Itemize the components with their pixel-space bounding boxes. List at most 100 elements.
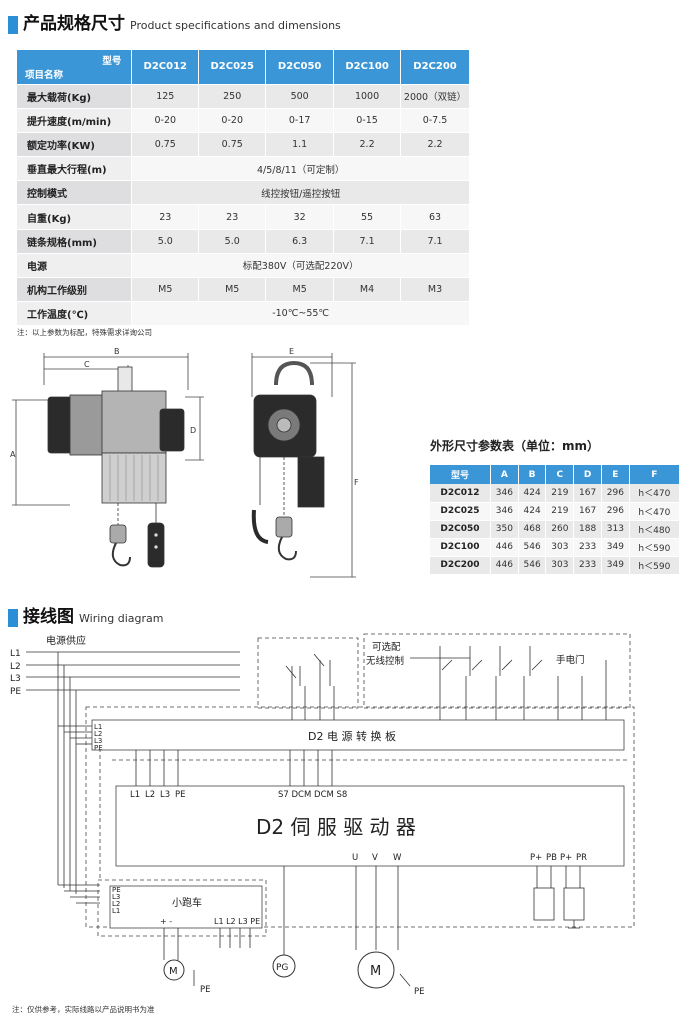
brake-term-p1: P+ [530,853,542,863]
row-label: 控制模式 [17,180,133,206]
power-supply-label: 电源供应 [46,634,86,647]
encoder-label: PG [276,963,288,973]
row-label: 额定功率(KW) [17,132,133,158]
flashlight-door-label: 手电门 [556,654,585,666]
table-row: D2C200 446 546 303 233 349 h＜590 [430,556,681,575]
trolley-input-pe: PE [112,886,121,894]
table-cell: 446 [490,538,519,557]
remote-control-label: 无线控制 [366,655,404,667]
table-cell: 6.3 [265,229,335,254]
dim-table-header: 型号 A B C D E F [430,465,681,484]
trolley-input-l3: L3 [112,893,120,901]
spec-table-header: 型号 项目名称 D2C012 D2C025 D2C050 D2C100 D2C2… [17,50,470,85]
table-cell: 346 [490,502,519,521]
table-row: 垂直最大行程(m) 4/5/8/11（可定制） [17,156,470,182]
table-cell: 546 [518,556,547,575]
hoist-motor-label: M [370,964,381,979]
table-cell: 350 [490,520,519,539]
wiring-section-header: 接线图 Wiring diagram [8,607,163,627]
merged-cell: 4/5/8/11（可定制） [131,156,470,182]
trolley-input-l1: L1 [112,907,120,915]
table-row: 电源 标配380V（可选配220V） [17,253,470,279]
spec-corner-cell: 型号 项目名称 [17,50,133,85]
servo-drive [115,785,625,867]
encoder [272,954,296,978]
table-row: 最大载荷(Kg) 125 250 500 1000 2000（双链） [17,84,470,109]
table-cell: 446 [490,556,519,575]
specs-section-subtitle: Product specifications and dimensions [130,19,341,32]
table-row: D2C100 446 546 303 233 349 h＜590 [430,538,681,557]
row-label: 垂直最大行程(m) [17,156,133,182]
row-label: 提升速度(m/min) [17,108,133,133]
row-label: 机构工作级别 [17,277,133,303]
table-cell: 23 [198,204,267,230]
table-row: D2C050 350 468 260 188 313 h＜480 [430,520,681,539]
model-header: D2C100 [333,50,402,85]
model-header: D2C050 [265,50,335,85]
dim-label-b: B [114,347,120,356]
drive-input-l2: L2 [145,790,155,800]
table-cell: 233 [573,538,602,557]
line-l2-label: L2 [10,662,21,672]
wiring-note: 注：仅供参考，实际线路以产品说明书为准 [12,1005,155,1014]
dim-header: A [490,465,519,484]
table-cell: 0-7.5 [400,108,470,133]
table-cell: 125 [131,84,200,109]
drive-input-l1: L1 [130,790,140,800]
dim-header: C [545,465,575,484]
table-row: D2C012 346 424 219 167 296 h＜470 [430,484,681,503]
table-cell: 0-20 [131,108,200,133]
brake-term-p2: P+ [560,853,572,863]
dim-header: B [518,465,547,484]
trolley-input-l2: L2 [112,900,120,908]
drive-signal-labels: S7 DCM DCM S8 [278,790,347,800]
table-cell: M4 [333,277,402,303]
table-cell: D2C012 [430,484,491,503]
table-cell: 424 [518,484,547,503]
trolley-motor-label: M [169,966,178,977]
table-cell: 346 [490,484,519,503]
spec-table: 型号 项目名称 D2C012 D2C025 D2C050 D2C100 D2C2… [17,50,470,327]
wiring-section-title: 接线图 [23,607,74,627]
brake-term-pb: PB [546,853,557,863]
trolley-motor [163,959,185,981]
dim-label-c: C [84,360,90,369]
table-cell: h＜590 [629,538,681,557]
drive-label: D2 伺 服 驱 动 器 [256,815,416,839]
table-cell: 167 [573,502,602,521]
table-cell: 5.0 [198,229,267,254]
trolley-pe-label: PE [200,985,211,995]
board-term-l3: L3 [94,737,102,745]
dim-label-f: F [354,478,359,487]
table-cell: 167 [573,484,602,503]
phase-v: V [372,853,378,863]
table-cell: 0-17 [265,108,335,133]
dimension-table: 型号 A B C D E F D2C012 346 424 219 167 29… [430,465,681,575]
board-term-l1: L1 [94,723,102,731]
table-cell: D2C050 [430,520,491,539]
table-cell: 0-15 [333,108,402,133]
table-cell: 349 [601,538,630,557]
power-conversion-board [91,719,625,751]
table-cell: 0.75 [131,132,200,158]
drive-input-l3: L3 [160,790,170,800]
table-cell: 303 [545,538,575,557]
table-cell: 313 [601,520,630,539]
dim-header: 型号 [430,465,491,484]
table-cell: 188 [573,520,602,539]
dim-label-e: E [289,347,294,356]
wiring-section-subtitle: Wiring diagram [79,612,164,625]
table-cell: 1.1 [265,132,335,158]
hoist-side-drawing: E F [251,347,359,578]
hoist-pe-label: PE [414,987,425,997]
optional-label: 可选配 [372,641,401,653]
dim-label-d: D [190,426,196,435]
merged-cell: 线控按钮/遥控按钮 [131,180,470,206]
table-cell: 55 [333,204,402,230]
table-cell: 233 [573,556,602,575]
merged-cell: 标配380V（可选配220V） [131,253,470,279]
table-cell: 63 [400,204,470,230]
spec-note: 注：以上参数为标配，特殊需求详询公司 [17,328,152,337]
table-cell: 424 [518,502,547,521]
brake-term-pr: PR [576,853,587,863]
